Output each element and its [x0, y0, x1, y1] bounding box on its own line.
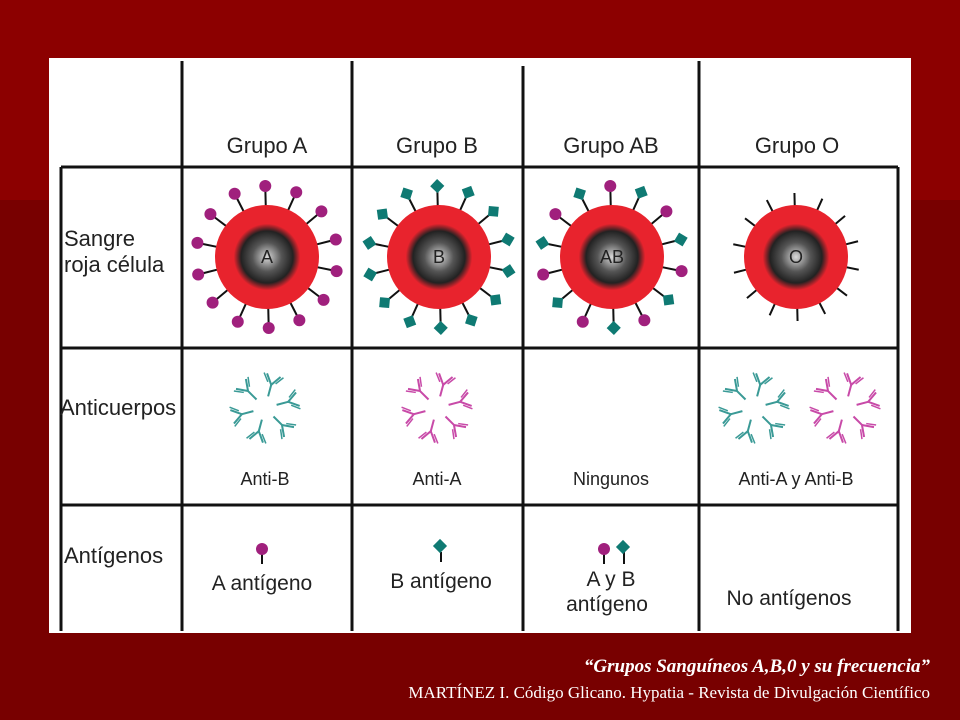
row-label-anticuerpos: Anticuerpos — [60, 395, 176, 420]
antibody-cluster-anti-a — [401, 372, 473, 444]
antigen-label-b: B antígeno — [390, 570, 492, 593]
red-cell-b: B — [362, 178, 516, 336]
row-label-sangre: Sangre — [64, 226, 135, 251]
antibody-cluster-o-anti-b — [718, 372, 790, 444]
diagram-svg: Grupo A Grupo B Grupo AB Grupo O Sangre … — [59, 61, 900, 631]
cell-letter-b: B — [433, 247, 445, 267]
table-grid — [59, 61, 900, 631]
antigen-label-ab-line2: antígeno — [566, 593, 648, 616]
antibody-label-anti-a: Anti-A — [412, 469, 461, 489]
antibody-label-anti-a-y-anti-b: Anti-A y Anti-B — [738, 469, 853, 489]
cell-letter-ab: AB — [600, 247, 624, 267]
antigen-label-ab-line1: A y B — [586, 568, 635, 591]
header-grupo-ab: Grupo AB — [563, 133, 658, 158]
red-cell-o: O — [733, 192, 859, 322]
cell-letter-o: O — [789, 247, 803, 267]
header-grupo-o: Grupo O — [755, 133, 839, 158]
header-grupo-b: Grupo B — [396, 133, 478, 158]
red-cell-a: A — [191, 180, 343, 334]
antigen-a-icon — [256, 543, 268, 564]
antibody-cluster-anti-b — [229, 372, 301, 444]
caption-source: MARTÍNEZ I. Código Glicano. Hypatia - Re… — [408, 683, 930, 702]
antibody-label-anti-b: Anti-B — [240, 469, 289, 489]
row-label-antigenos: Antígenos — [64, 543, 163, 568]
cell-letter-a: A — [261, 247, 273, 267]
header-grupo-a: Grupo A — [227, 133, 308, 158]
antigen-label-a: A antígeno — [212, 572, 312, 595]
antigen-ab-icons — [598, 539, 631, 564]
antigen-label-o: No antígenos — [727, 587, 852, 610]
antigen-b-icon — [432, 538, 448, 562]
red-cell-ab: AB — [535, 180, 688, 336]
antibody-label-ningunos: Ningunos — [573, 469, 649, 489]
caption-title: “Grupos Sanguíneos A,B,0 y su frecuencia… — [583, 656, 930, 677]
row-label-roja-celula: roja célula — [64, 252, 165, 277]
antibody-cluster-o-anti-a — [809, 372, 881, 444]
caption: “Grupos Sanguíneos A,B,0 y su frecuencia… — [408, 655, 930, 705]
antibodies-layer — [229, 372, 881, 444]
blood-groups-diagram: Grupo A Grupo B Grupo AB Grupo O Sangre … — [49, 58, 911, 633]
